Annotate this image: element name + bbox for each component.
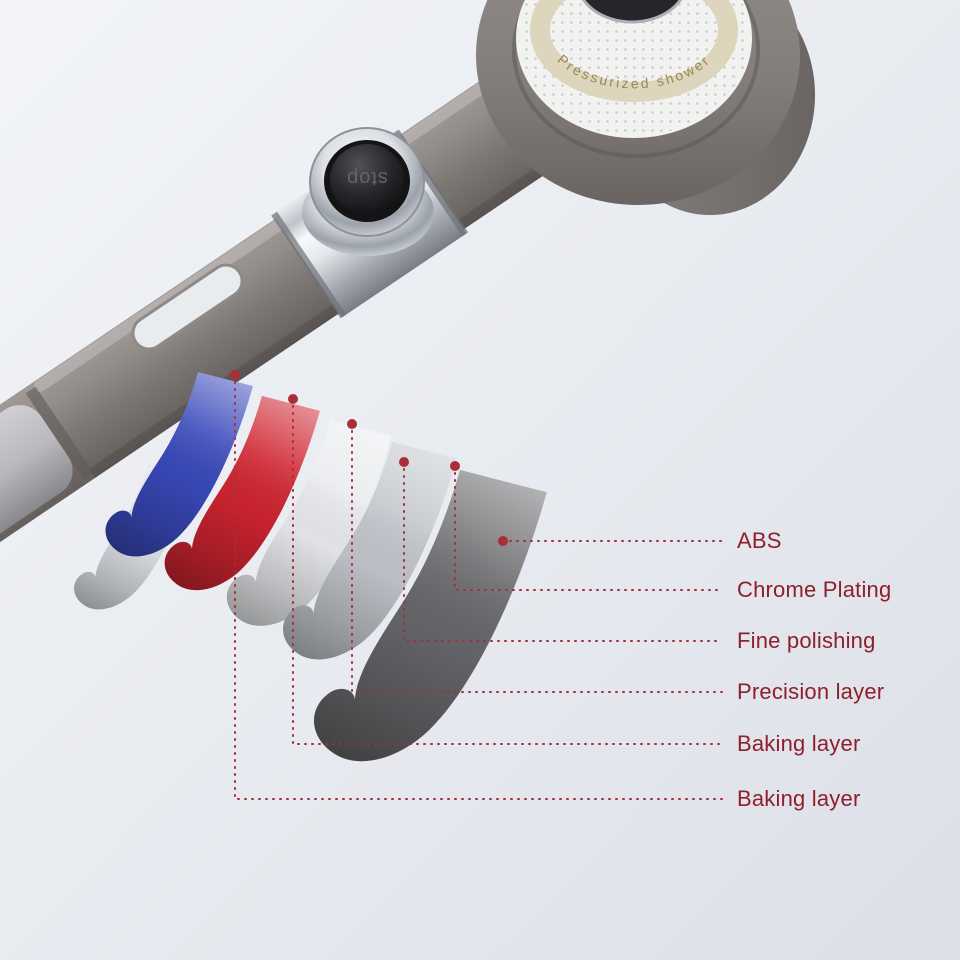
head-rim [512, 0, 760, 158]
dot-chrome-plating [450, 461, 460, 471]
button-dome [330, 144, 404, 214]
nozzle-holes [518, 0, 750, 136]
collar-edge-right [271, 211, 347, 319]
tip-separator [25, 386, 94, 480]
leader-lines [234, 374, 723, 800]
handle-tip [0, 405, 73, 540]
leader-precision-layer [351, 423, 723, 693]
dot-baking-layer-2 [230, 370, 240, 380]
dot-fine-polishing [399, 457, 409, 467]
head-center-cap [581, 0, 683, 24]
leader-chrome-plating [454, 465, 723, 591]
shower-head: Pressurized shower [476, 0, 800, 205]
dot-precision-layer [347, 419, 357, 429]
leader-dots [230, 370, 508, 546]
button-label: stop [346, 167, 388, 189]
dot-baking-layer-1 [288, 394, 298, 404]
leader-fine-polishing [403, 461, 723, 642]
leader-baking-layer-2 [234, 374, 723, 800]
stop-button: stop [302, 127, 434, 256]
head-cream-ring [530, 0, 738, 102]
leader-baking-layer-1 [292, 398, 723, 745]
handle-slot [131, 263, 244, 351]
dot-abs [498, 536, 508, 546]
